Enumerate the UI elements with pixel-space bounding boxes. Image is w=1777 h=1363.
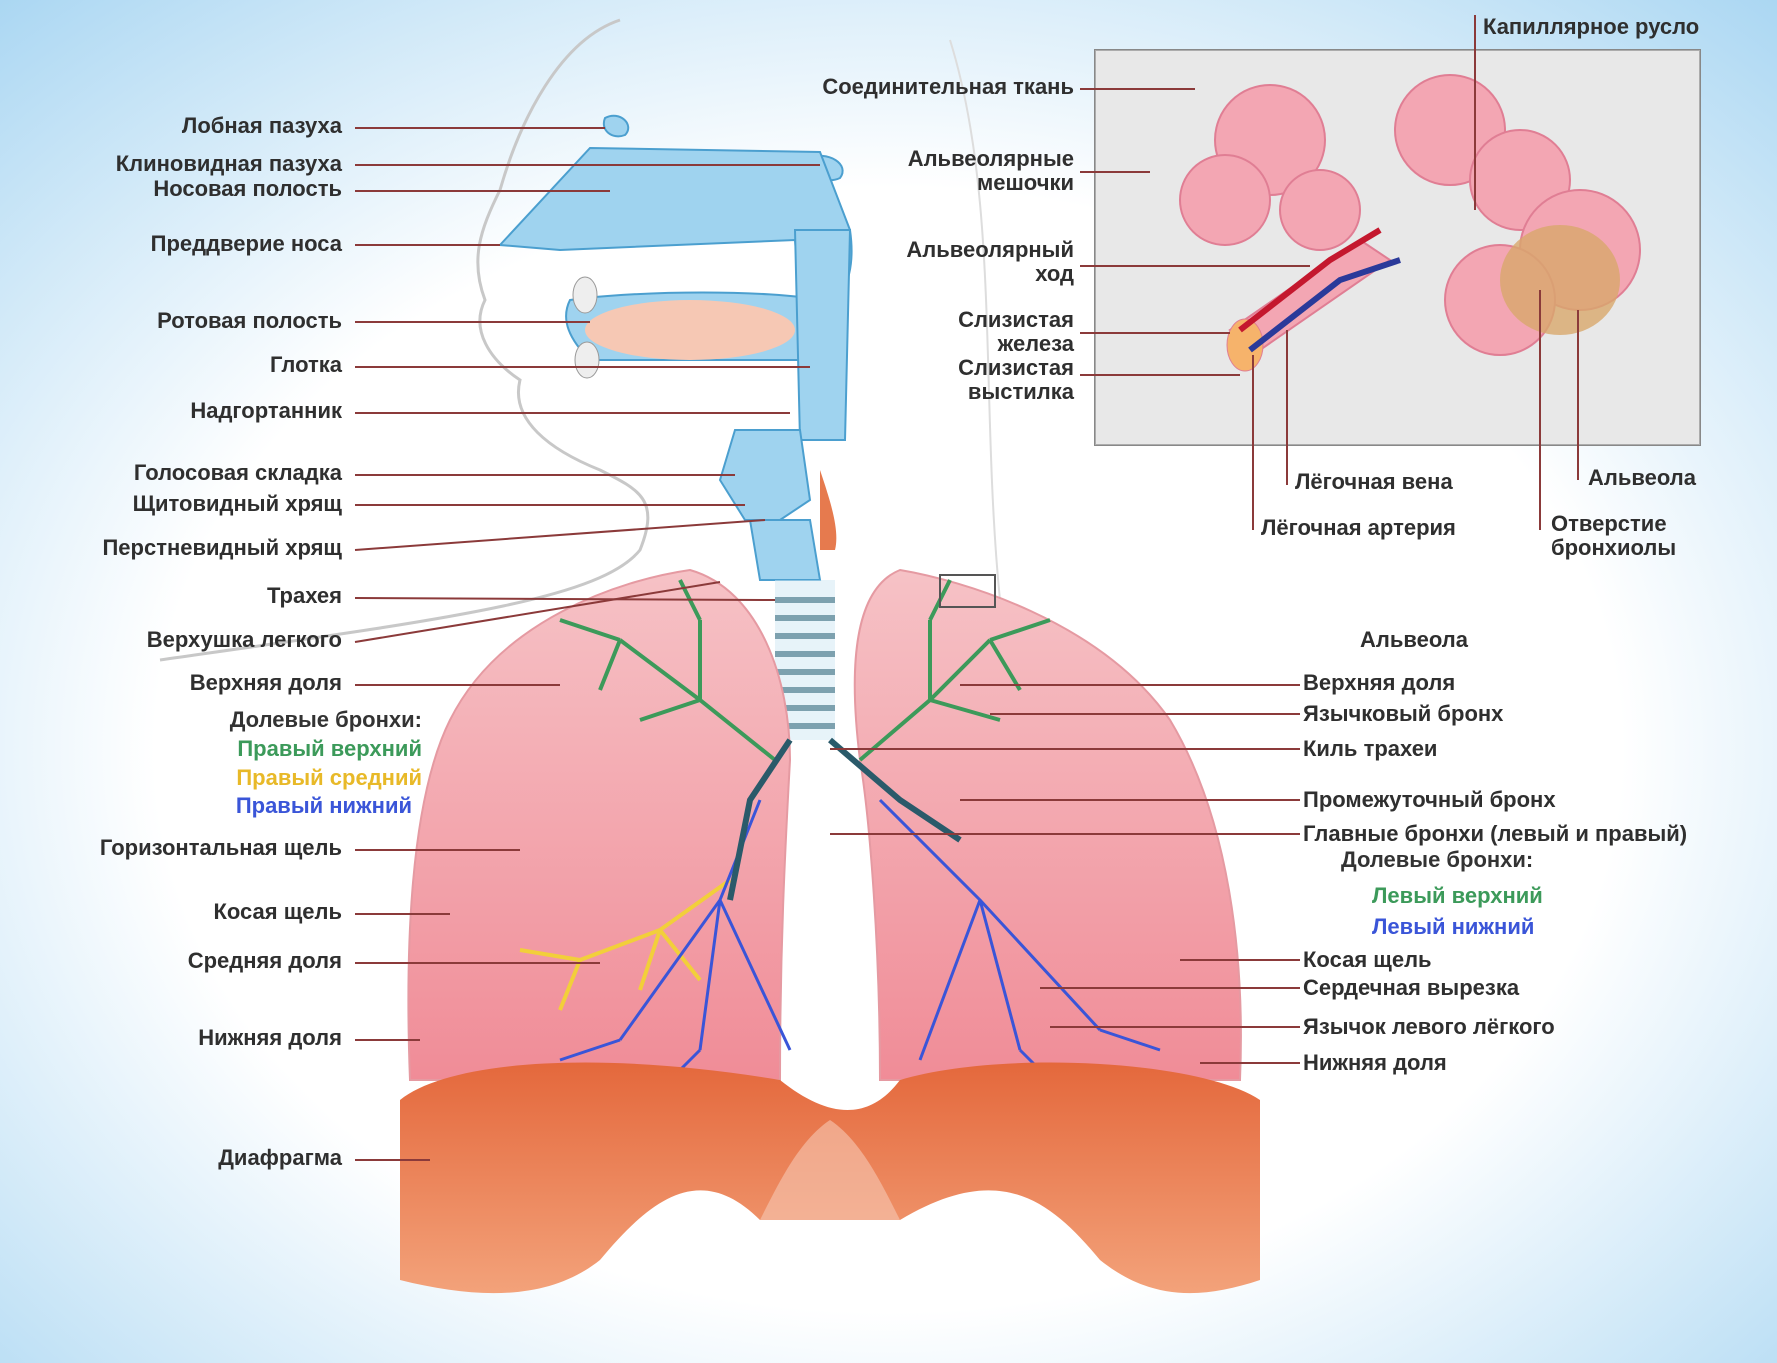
label-bronchiole-opening: Отверстие бронхиолы bbox=[1551, 512, 1676, 560]
label-nasal-cavity: Носовая полость bbox=[153, 177, 342, 201]
label-nasal-vestibule: Преддверие носа bbox=[151, 232, 342, 256]
label-right-lobar-bronchi-header: Долевые бронхи: bbox=[230, 708, 422, 732]
label-frontal-sinus: Лобная пазуха bbox=[182, 114, 342, 138]
label-middle-lobe: Средняя доля bbox=[188, 949, 342, 973]
tongue-area bbox=[585, 300, 795, 360]
label-pulmonary-vein: Лёгочная вена bbox=[1295, 470, 1453, 494]
label-main-bronchi: Главные бронхи (левый и правый) bbox=[1303, 822, 1687, 846]
label-cricoid-cartilage: Перстневидный хрящ bbox=[102, 536, 342, 560]
right-lung-shape bbox=[408, 570, 790, 1080]
label-right-upper-bronchus: Правый верхний bbox=[237, 737, 422, 761]
label-alveolar-sacs: Альвеолярные мешочки bbox=[908, 147, 1074, 195]
label-left-upper-lobe: Верхняя доля bbox=[1303, 671, 1455, 695]
label-trachea: Трахея bbox=[267, 584, 342, 608]
label-right-lower-bronchus: Правый нижний bbox=[236, 794, 412, 818]
label-intermediate-bronchus: Промежуточный бронх bbox=[1303, 788, 1556, 812]
label-left-lobar-bronchi-header: Долевые бронхи: bbox=[1341, 848, 1533, 872]
label-carina: Киль трахеи bbox=[1303, 737, 1437, 761]
label-left-upper-bronchus: Левый верхний bbox=[1372, 884, 1543, 908]
alveolus-cutaway bbox=[1500, 225, 1620, 335]
label-right-middle-bronchus: Правый средний bbox=[236, 766, 422, 790]
label-diaphragm: Диафрагма bbox=[218, 1146, 342, 1170]
label-right-oblique-fissure: Косая щель bbox=[213, 900, 342, 924]
label-mucous-gland: Слизистая железа bbox=[958, 308, 1074, 356]
label-lingula: Язычок левого лёгкого bbox=[1303, 1015, 1555, 1039]
label-oral-cavity: Ротовая полость bbox=[157, 309, 342, 333]
label-sphenoid-sinus: Клиновидная пазуха bbox=[116, 152, 342, 176]
label-vocal-fold: Голосовая складка bbox=[134, 461, 342, 485]
label-alveolus: Альвеола bbox=[1360, 628, 1468, 652]
label-alveolar-duct: Альвеолярный ход bbox=[906, 238, 1074, 286]
label-left-lower-lobe: Нижняя доля bbox=[1303, 1051, 1447, 1075]
label-pulmonary-artery: Лёгочная артерия bbox=[1261, 516, 1456, 540]
label-left-oblique-fissure: Косая щель bbox=[1303, 948, 1432, 972]
label-right-lower-lobe: Нижняя доля bbox=[198, 1026, 342, 1050]
label-mucous-lining: Слизистая выстилка bbox=[958, 356, 1074, 404]
label-left-lower-bronchus: Левый нижний bbox=[1372, 915, 1534, 939]
label-inset-alveolus: Альвеола bbox=[1588, 466, 1696, 490]
label-horizontal-fissure: Горизонтальная щель bbox=[100, 836, 342, 860]
label-right-upper-lobe: Верхняя доля bbox=[190, 671, 342, 695]
label-cardiac-notch: Сердечная вырезка bbox=[1303, 976, 1519, 1000]
label-lung-apex: Верхушка легкого bbox=[147, 628, 342, 652]
label-thyroid-cartilage: Щитовидный хрящ bbox=[133, 492, 342, 516]
label-pharynx: Глотка bbox=[270, 353, 342, 377]
esophagus-color bbox=[820, 470, 836, 550]
label-connective-tissue: Соединительная ткань bbox=[822, 75, 1074, 99]
label-lingular-bronchus: Язычковый бронх bbox=[1303, 702, 1503, 726]
label-epiglottis: Надгортанник bbox=[190, 399, 342, 423]
label-capillary-bed: Капиллярное русло bbox=[1483, 15, 1699, 39]
left-lung-shape bbox=[855, 570, 1241, 1080]
